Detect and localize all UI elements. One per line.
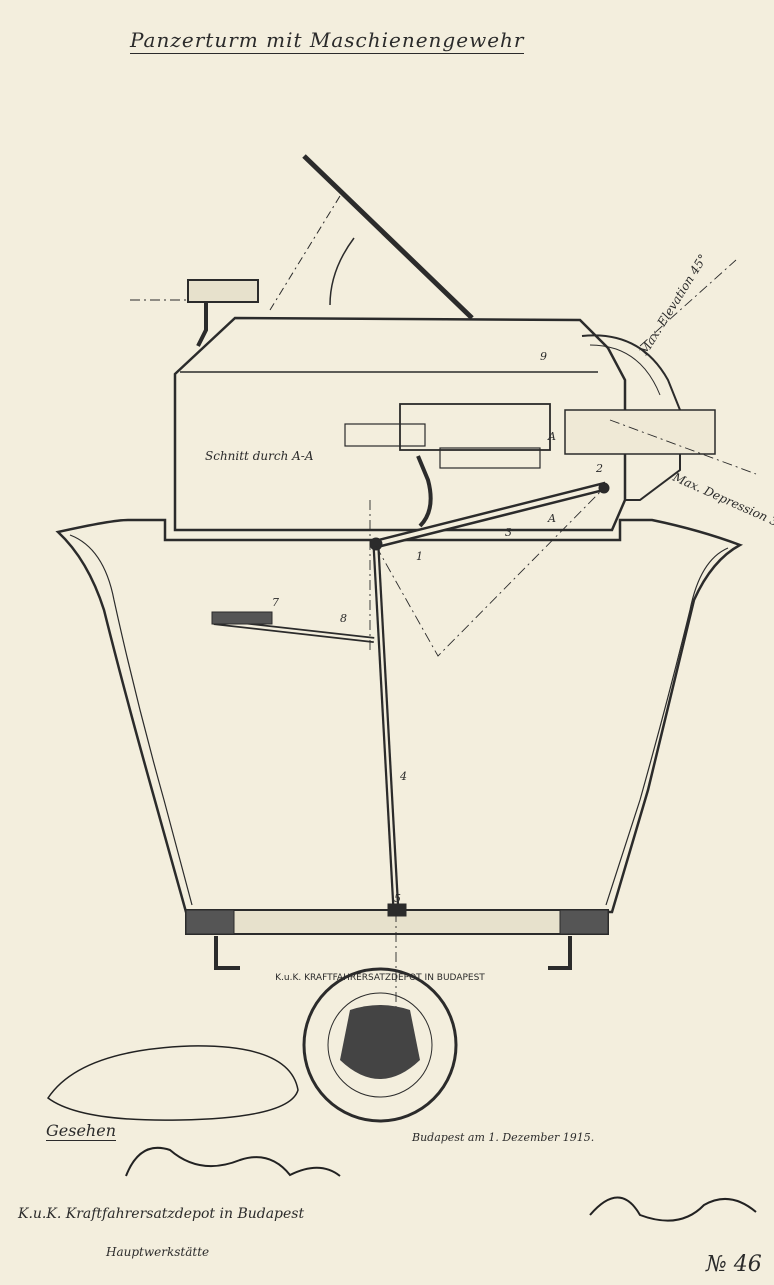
tank-hull [55,518,744,914]
drawing-title: Panzerturm mit Maschienengewehr [130,28,525,54]
depot-line: K.u.K. Kraftfahrersatzdepot in Budapest [18,1206,305,1222]
elevation-linkage [211,481,610,917]
part-number-3: 3 [505,526,512,539]
part-number-9: 9 [540,350,547,363]
depression-label: Max. Depression 30 [670,470,774,533]
sheet-number: № 46 [706,1252,762,1277]
depot-stamp [302,967,458,1123]
turret [173,279,681,532]
part-number-7: 7 [272,596,279,609]
elevation-label: Max. Elevation 45° [636,252,710,359]
seen-label: Gesehen [46,1121,117,1141]
machine-gun [344,403,716,528]
marker-a2: A [547,512,556,525]
part-number-8: 8 [340,612,347,625]
marker-a: A [547,430,556,443]
base-frame [185,909,609,970]
hatch [269,154,474,320]
part-number-5: 5 [394,892,401,905]
construction-lines [130,259,757,1030]
signature-marks [46,1045,757,1222]
section-label: Schnitt durch A-A [205,449,314,463]
part-number-4: 4 [399,770,407,783]
part-number-2: 2 [595,462,603,475]
stamp-text: K.u.K. KRAFTFAHRERSATZDEPOT IN BUDAPEST [275,973,485,983]
workshop-line: Hauptwerkstätte [106,1245,210,1259]
date-line: Budapest am 1. Dezember 1915. [412,1131,595,1144]
part-number-1: 1 [416,550,423,563]
